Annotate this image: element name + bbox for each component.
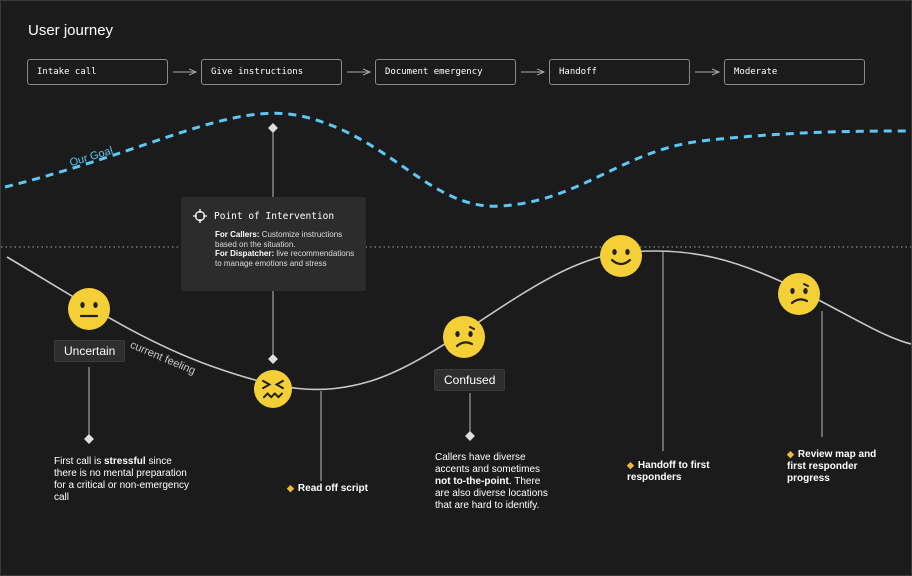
connector-diamond	[268, 123, 278, 133]
marker-label: Handoff to first responders	[627, 460, 710, 483]
handoff-marker: ◆Handoff to first responders	[627, 459, 727, 484]
uncertain-tag: Uncertain	[54, 340, 126, 362]
goal-curve	[4, 111, 911, 208]
connector-diamond	[465, 431, 475, 441]
note-text: Callers have diverse accents and sometim…	[435, 452, 541, 475]
worried-face-icon	[778, 273, 820, 315]
callers-label: For Callers:	[215, 230, 260, 239]
step-handoff[interactable]: Handoff	[549, 59, 690, 85]
smiling-face-icon	[600, 235, 642, 277]
note-text: . There are also diverse locations that …	[435, 476, 548, 511]
diamond-icon: ◆	[287, 483, 294, 493]
callers-note: Callers have diverse accents and sometim…	[435, 452, 553, 512]
intervention-header: Point of Intervention	[193, 209, 334, 223]
step-document-emergency[interactable]: Document emergency	[375, 59, 516, 85]
connector-diamond	[84, 434, 94, 444]
confused-face-icon	[443, 316, 485, 358]
note-text: First call is	[54, 456, 104, 467]
confused-tag: Confused	[434, 369, 506, 391]
intervention-popup[interactable]: Point of Intervention For Callers: Custo…	[181, 197, 366, 291]
marker-label: Read off script	[297, 483, 368, 494]
callers-text: Customize instructions based on the situ…	[215, 230, 343, 249]
diamond-icon: ◆	[627, 460, 634, 470]
read-script-marker: ◆Read off script	[287, 482, 368, 495]
review-marker: ◆Review map and first responder progress	[787, 448, 887, 485]
page-title: User journey	[28, 22, 114, 39]
connector-diamond	[268, 354, 278, 364]
diamond-icon: ◆	[787, 449, 794, 459]
intervention-body: For Callers: Customize instructions base…	[215, 230, 355, 268]
crosshair-icon	[193, 209, 207, 223]
dispatcher-text: live recommendations to manage emotions …	[215, 249, 355, 268]
neutral-face-icon	[68, 288, 110, 330]
note-emphasis: stressful	[104, 456, 146, 467]
step-moderate[interactable]: Moderate	[724, 59, 865, 85]
note-text: since there is no mental preparation for…	[54, 456, 190, 503]
step-give-instructions[interactable]: Give instructions	[201, 59, 342, 85]
dispatcher-label: For Dispatcher:	[215, 249, 275, 258]
step-intake-call[interactable]: Intake call	[27, 59, 168, 85]
note-emphasis: not to-the-point	[435, 476, 509, 487]
first-call-note: First call is stressful since there is n…	[54, 456, 194, 504]
intervention-title: Point of Intervention	[214, 210, 335, 222]
distressed-face-icon	[254, 370, 292, 408]
marker-label: Review map and first responder progress	[787, 449, 877, 484]
